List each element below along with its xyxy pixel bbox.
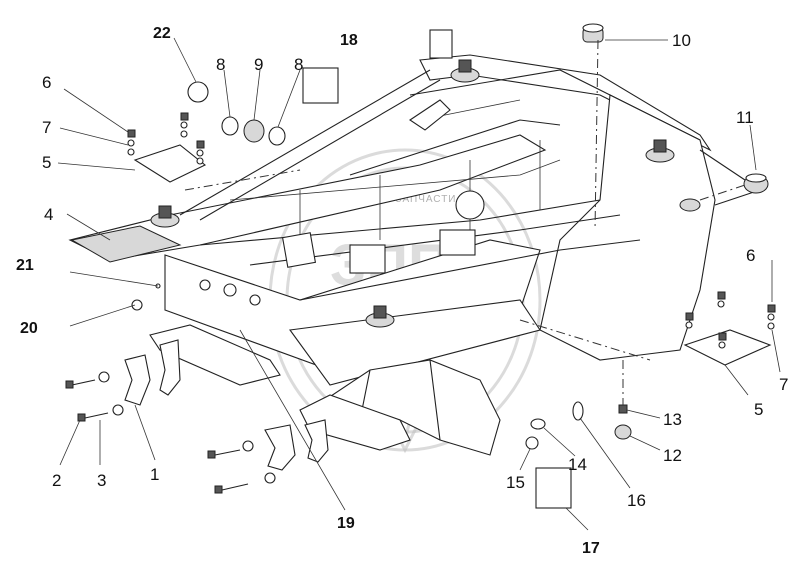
callout-17: 17 — [582, 540, 600, 557]
callout-2: 2 — [52, 471, 61, 490]
frame-mount-left — [150, 205, 180, 228]
callout-10: 10 — [672, 31, 691, 50]
buffer-part-10 — [582, 23, 604, 43]
cover-plate-left — [127, 112, 207, 183]
frame-mount-right — [645, 139, 675, 163]
callouts: 6 7 5 4 21 20 22 8 9 8 18 10 11 6 7 5 13… — [16, 25, 788, 557]
callout-20: 20 — [20, 320, 38, 337]
callout-21: 21 — [16, 257, 34, 274]
callout-5-right: 5 — [754, 400, 763, 419]
callout-8-right: 8 — [294, 55, 303, 74]
axle-bracket-rear — [264, 394, 411, 471]
callout-8-left: 8 — [216, 55, 225, 74]
bolt-set-rear — [207, 440, 276, 494]
callout-16: 16 — [627, 491, 646, 510]
callout-11: 11 — [736, 108, 754, 127]
callout-7-right: 7 — [779, 375, 788, 394]
axle-bracket-front — [124, 324, 281, 406]
callout-18: 18 — [340, 32, 358, 49]
decal-part-18 — [302, 67, 339, 104]
cover-plate-right — [683, 291, 776, 366]
decal-part-17 — [535, 467, 572, 509]
ring-part-16 — [572, 401, 584, 421]
callout-6-right: 6 — [746, 246, 755, 265]
callout-12: 12 — [663, 446, 682, 465]
frame-mount-rear — [450, 59, 480, 83]
callout-3: 3 — [97, 471, 106, 490]
callout-9: 9 — [254, 55, 263, 74]
bushing-set — [221, 116, 286, 146]
callout-14: 14 — [568, 455, 587, 474]
callout-13: 13 — [663, 410, 682, 429]
callout-4: 4 — [44, 205, 53, 224]
plug-part-20 — [131, 299, 143, 311]
cap-part-22 — [187, 81, 209, 103]
plug-part-15 — [525, 436, 539, 450]
stud-part-13 — [618, 404, 628, 414]
bolt-set-front — [65, 371, 124, 422]
nut-part-12 — [614, 424, 632, 440]
mount-plate-left — [70, 225, 182, 263]
callout-15: 15 — [506, 473, 525, 492]
callout-6-left: 6 — [42, 73, 51, 92]
callout-7-left: 7 — [42, 118, 51, 137]
leader-lines — [57, 37, 781, 531]
callout-22: 22 — [153, 25, 171, 42]
assembly-lines — [184, 39, 746, 405]
pad-part-14 — [530, 418, 546, 430]
frame-mount-side — [679, 198, 701, 212]
callout-5-left: 5 — [42, 153, 51, 172]
callout-1: 1 — [150, 465, 159, 484]
callout-19: 19 — [337, 515, 355, 532]
frame-assembly — [68, 29, 762, 456]
cap-nut-part-11 — [743, 173, 769, 194]
frame-mount-front — [365, 305, 395, 328]
